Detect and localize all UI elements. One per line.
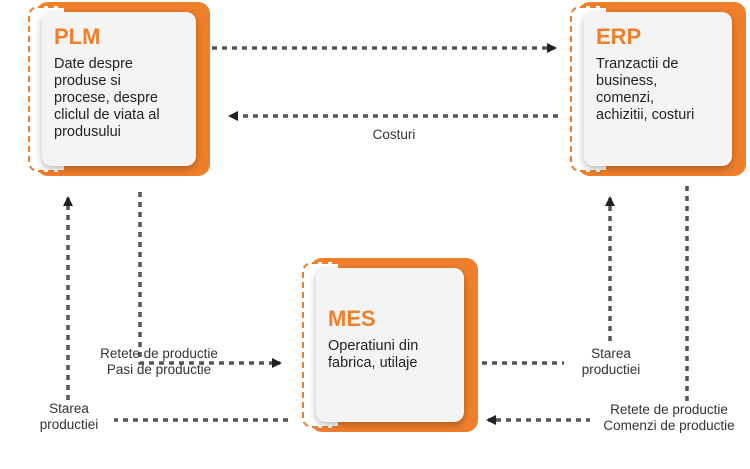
plm-title: PLM [54, 24, 101, 49]
mes-card: MES Operatiuni din fabrica, utilaje [316, 268, 464, 422]
erp-node: ERP Tranzactii de business, comenzi, ach… [570, 2, 746, 176]
erp-title: ERP [596, 24, 642, 49]
label-plm-to-mes: Retete de productie Pasi de productie [100, 346, 218, 377]
label-mes-to-plm: Starea productiei [24, 401, 114, 433]
connector-mes-to-plm [63, 196, 288, 422]
plm-node: PLM Date despre produse si procese, desp… [28, 2, 210, 176]
mes-title: MES [328, 306, 376, 331]
mes-description: Operatiuni din fabrica, utilaje [328, 338, 419, 371]
connector-mes-to-erp [482, 196, 615, 365]
label-costuri: Costuri [372, 127, 416, 142]
plm-card: PLM Date despre produse si procese, desp… [42, 12, 196, 166]
connector-plm-to-mes [138, 192, 282, 368]
label-mes-to-erp: Starea productiei [564, 346, 658, 378]
plm-description: Date despre produse si procese, despre c… [54, 56, 160, 140]
erp-card: ERP Tranzactii de business, comenzi, ach… [584, 12, 732, 166]
connector-erp-to-mes [486, 186, 689, 425]
erp-description: Tranzactii de business, comenzi, achizit… [596, 56, 695, 123]
label-erp-to-mes: Retete de productie Comenzi de productie [590, 402, 748, 434]
mes-node: MES Operatiuni din fabrica, utilaje [302, 258, 478, 432]
